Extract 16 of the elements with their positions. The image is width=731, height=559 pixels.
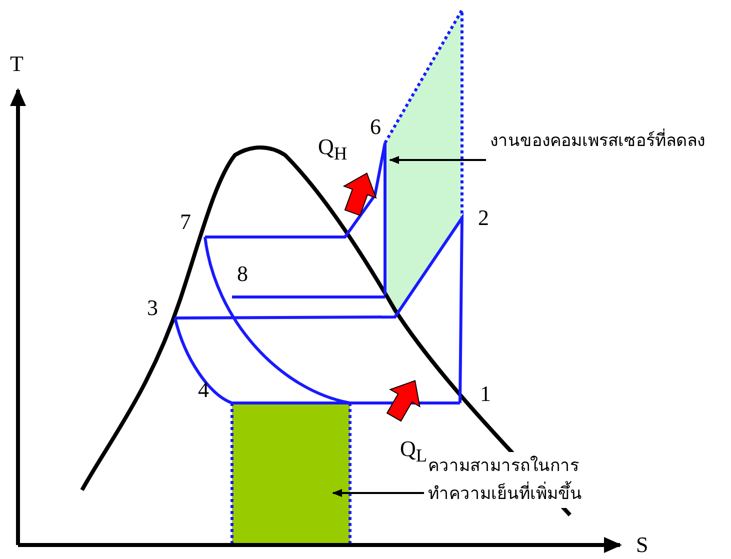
axis-label: S bbox=[636, 533, 648, 557]
annotation-text: งานของคอมเพรสเซอร์ที่ลดลง bbox=[490, 127, 730, 155]
shaded-area bbox=[385, 10, 462, 317]
point-label: 6 bbox=[370, 115, 381, 139]
heat-label: Q$_{H}$ bbox=[318, 135, 348, 166]
point-label: 2 bbox=[478, 206, 489, 230]
point-label: 7 bbox=[180, 210, 191, 234]
point-label: 3 bbox=[147, 296, 158, 320]
point-label: 8 bbox=[237, 262, 248, 286]
point-label: 4 bbox=[198, 378, 209, 402]
axis-label: T bbox=[10, 52, 24, 76]
heat-label: Q$_{L}$ bbox=[400, 437, 428, 468]
leader-arrow bbox=[332, 489, 424, 497]
annotation-text: ความสามารถในการทำความเย็นที่เพิ่มขึ้น bbox=[428, 454, 583, 506]
point-label: 1 bbox=[480, 382, 491, 406]
leader-arrow bbox=[389, 156, 486, 164]
